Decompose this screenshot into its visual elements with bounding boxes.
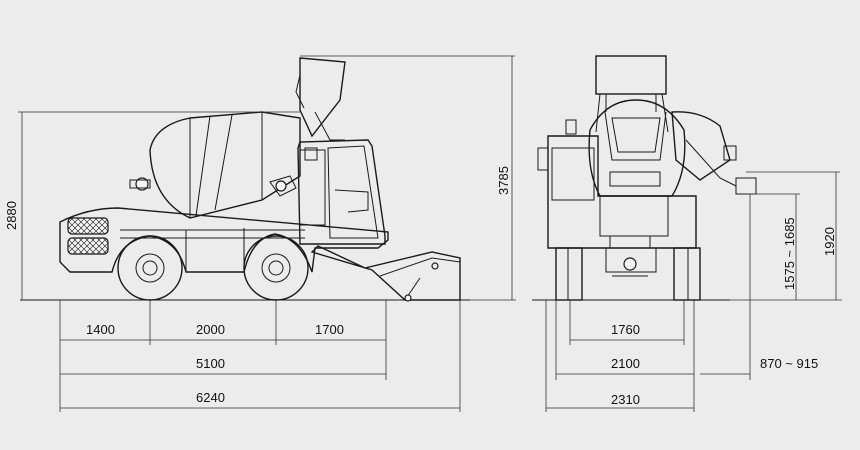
dim-discharge-height: 1920 — [822, 227, 837, 256]
hopper-frame-front — [595, 55, 669, 133]
front-wheel — [117, 235, 183, 301]
dim-overall-length: 6240 — [196, 390, 225, 405]
dim-track-width: 1760 — [611, 322, 640, 337]
front-view: 1575 ~ 1685 1920 1760 2100 870 ~ 915 231… — [532, 55, 842, 412]
dim-raised-height: 3785 — [496, 166, 511, 195]
side-view: 2880 3785 1400 2000 1700 5100 6240 — [4, 55, 516, 412]
dim-wheelbase: 2000 — [196, 322, 225, 337]
cab — [269, 139, 386, 245]
body-front — [537, 119, 697, 277]
dim-bucket-height-range: 1575 ~ 1685 — [782, 217, 797, 290]
dim-front-overhang: 1400 — [86, 322, 115, 337]
dim-rear-overhang: 1700 — [315, 322, 344, 337]
dimension-lines-front — [545, 171, 842, 412]
dim-body-width: 2100 — [611, 356, 640, 371]
dim-overall-height-side: 2880 — [4, 201, 19, 230]
front-bucket — [310, 245, 461, 302]
drum-front — [588, 99, 757, 197]
dimension-lines-side — [18, 55, 516, 412]
rear-wheel — [243, 235, 309, 301]
dim-overall-width: 2310 — [611, 392, 640, 407]
chassis — [59, 207, 389, 273]
front-grille — [67, 217, 109, 255]
wheels-front — [555, 247, 701, 301]
mixing-drum — [129, 111, 301, 219]
loading-hopper — [295, 57, 346, 141]
dim-chute-extension: 870 ~ 915 — [760, 356, 818, 371]
dim-body-length: 5100 — [196, 356, 225, 371]
